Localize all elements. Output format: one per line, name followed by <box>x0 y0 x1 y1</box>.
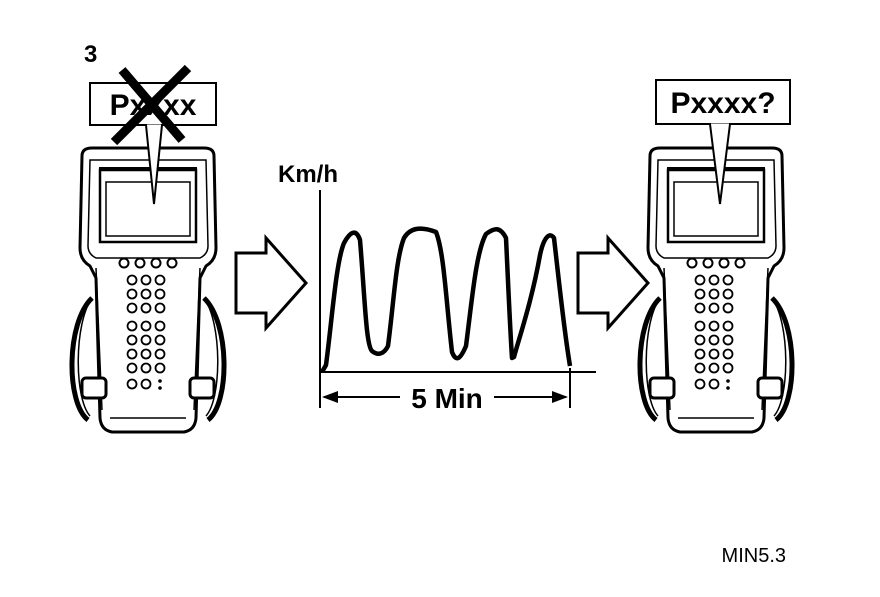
right-arrow-icon-2 <box>576 236 650 330</box>
duration-label: 5 Min <box>411 383 483 414</box>
cross-out-icon <box>110 64 192 146</box>
axis-label-kmh: Km/h <box>278 161 338 188</box>
left-callout: Pxxxx <box>89 82 217 205</box>
right-scan-tool-icon <box>640 148 792 432</box>
dimension-arrowhead-left <box>322 391 338 403</box>
dimension-arrowhead-right <box>552 391 568 403</box>
speed-graph: Km/h 5 Min <box>278 161 596 414</box>
left-scan-tool-icon <box>72 148 224 432</box>
speed-trace <box>320 226 573 374</box>
reference-code: MIN5.3 <box>722 545 786 567</box>
right-arrow-icon-1 <box>234 236 308 330</box>
right-callout-text: Pxxxx? <box>670 87 775 120</box>
step-number: 3 <box>84 41 97 68</box>
right-callout: Pxxxx? <box>655 79 791 205</box>
